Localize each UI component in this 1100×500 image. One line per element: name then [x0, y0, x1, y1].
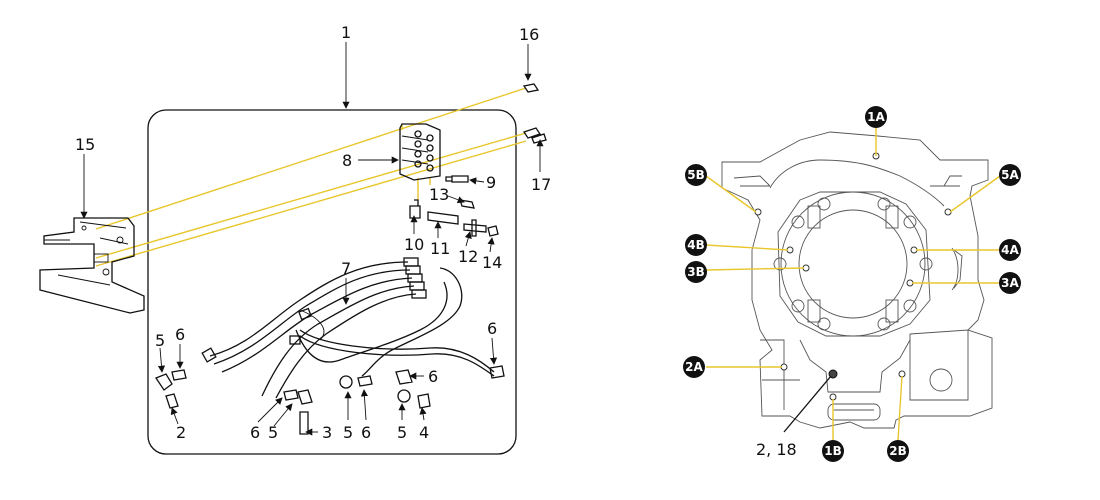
- label-5B: 5B: [687, 168, 705, 182]
- lubrication-kit-view: 1 16 17 15 8 9 13 10 11 12 14 7 5 6 6 2 …: [39, 23, 551, 455]
- callout-12: 12: [458, 247, 478, 266]
- callout-6-right: 6: [487, 319, 497, 338]
- housing-view: 1A 5B 5A 4B 4A 3B 3A 2A 1B 2B 2, 18: [683, 106, 1021, 462]
- callout-1: 1: [341, 23, 351, 42]
- label-4B: 4B: [687, 238, 705, 252]
- callout-6-left: 6: [175, 325, 185, 344]
- callout-arrows: [80, 42, 544, 436]
- label-1B: 1B: [824, 444, 842, 458]
- callout-5-left: 5: [155, 331, 165, 350]
- callout-5-bottom-a: 5: [268, 423, 278, 442]
- callout-2: 2: [176, 423, 186, 442]
- callout-5-bottom-c: 5: [397, 423, 407, 442]
- pipe-leaders: [95, 87, 527, 267]
- loose-fittings: [155, 365, 505, 435]
- callout-9: 9: [486, 173, 496, 192]
- label-2-18: 2, 18: [756, 440, 797, 459]
- left-callout-labels: 1 16 17 15 8 9 13 10 11 12 14 7 5 6 6 2 …: [75, 23, 551, 442]
- label-3B: 3B: [687, 265, 705, 279]
- callout-3: 3: [322, 423, 332, 442]
- callout-10: 10: [404, 235, 424, 254]
- callout-17: 17: [531, 175, 551, 194]
- callout-6-mid: 6: [428, 367, 438, 386]
- housing-outline: [721, 131, 993, 429]
- pipe-bundle: [201, 257, 495, 399]
- callout-7: 7: [341, 259, 351, 278]
- callout-6-bottom-b: 6: [361, 423, 371, 442]
- callout-6-bottom-a: 6: [250, 423, 260, 442]
- label-2B: 2B: [889, 444, 907, 458]
- label-3A: 3A: [1001, 276, 1019, 290]
- lube-leaders: [705, 126, 1001, 441]
- mounting-bracket: [39, 217, 145, 314]
- label-5A: 5A: [1001, 168, 1019, 182]
- callout-11: 11: [430, 239, 450, 258]
- label-2A: 2A: [685, 360, 703, 374]
- callout-4: 4: [419, 423, 429, 442]
- kit-frame: [147, 109, 517, 455]
- fittings: [409, 83, 547, 237]
- callout-13: 13: [429, 185, 449, 204]
- lube-labels: 1A 5B 5A 4B 4A 3B 3A 2A 1B 2B 2, 18: [683, 106, 1021, 462]
- callout-8: 8: [342, 151, 352, 170]
- label-1A: 1A: [867, 110, 885, 124]
- callout-14: 14: [482, 253, 502, 272]
- callout-15: 15: [75, 135, 95, 154]
- distributor-block: [399, 123, 441, 181]
- callout-16: 16: [519, 25, 539, 44]
- callout-5-bottom-b: 5: [343, 423, 353, 442]
- label-4A: 4A: [1001, 243, 1019, 257]
